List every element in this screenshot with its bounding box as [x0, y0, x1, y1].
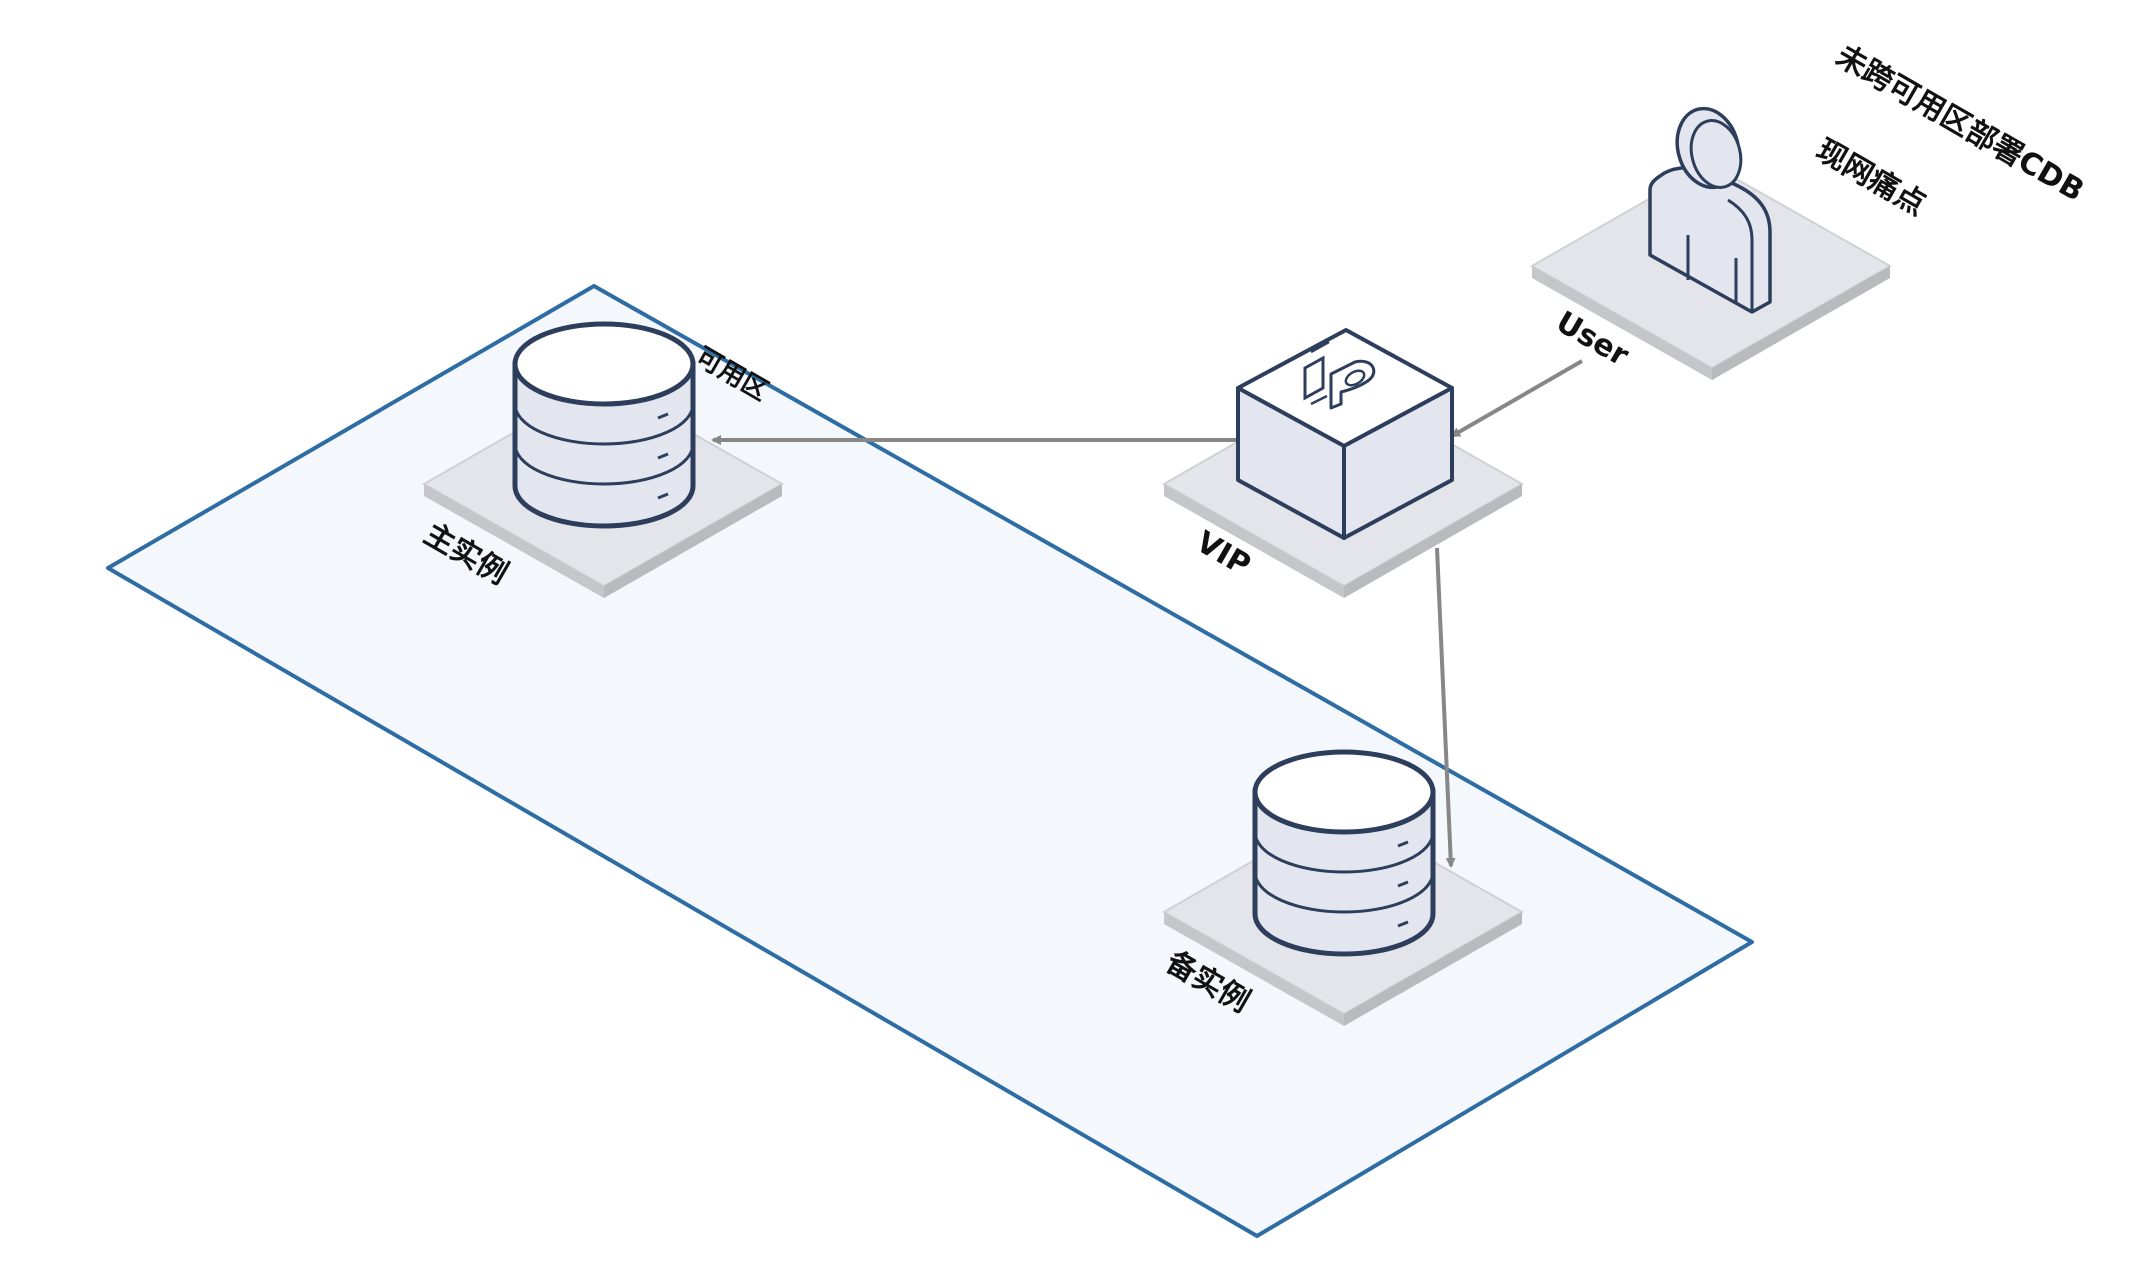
vip-node: VIP: [1161, 328, 1525, 598]
user-node: User: [1529, 106, 1893, 380]
title-line-2: 现网痛点: [1810, 133, 1931, 223]
ip-box-icon: [1236, 328, 1454, 540]
database-icon: [1252, 749, 1436, 957]
database-icon: [512, 321, 696, 529]
arrow-user-to-vip: [1450, 359, 1583, 438]
arrow-vip-to-standby: [1435, 547, 1456, 868]
diagram-title: 未跨可用区部署CDB 现网痛点: [1810, 39, 2090, 223]
connections: [711, 359, 1583, 868]
primary-node: 主实例: [418, 321, 785, 598]
person-icon: [1648, 106, 1772, 314]
availability-zone-plane: [106, 284, 1754, 1238]
availability-zone: 可用区: [106, 284, 1754, 1238]
